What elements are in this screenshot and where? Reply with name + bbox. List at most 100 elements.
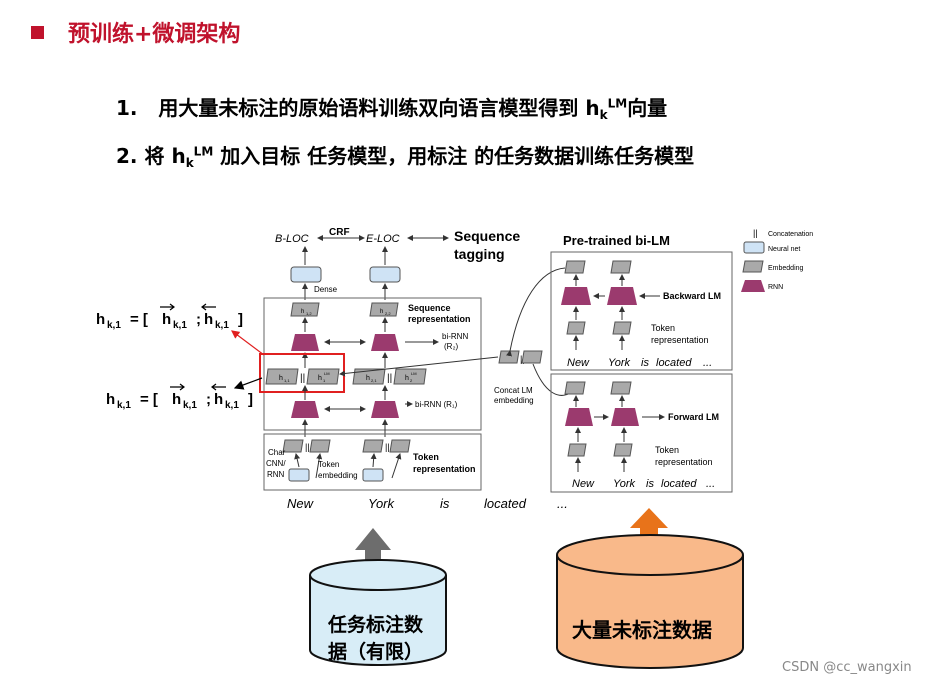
svg-text:1: 1 [323, 378, 326, 383]
svg-text:h: h [318, 375, 322, 382]
svg-text:k,1: k,1 [215, 320, 229, 331]
svg-text:h: h [214, 391, 223, 408]
svg-text:CRF: CRF [329, 227, 350, 238]
svg-text:1,1: 1,1 [284, 378, 290, 383]
svg-text:h: h [279, 375, 283, 382]
svg-text:Dense: Dense [314, 285, 338, 294]
svg-text:located: located [484, 496, 527, 511]
forward-words: New York is located ... [572, 478, 715, 490]
svg-text:||: || [387, 373, 392, 384]
svg-text:bi-RNN: bi-RNN [442, 332, 468, 341]
svg-text:representation: representation [413, 464, 476, 474]
svg-text:New: New [567, 357, 590, 369]
svg-text:Forward LM: Forward LM [668, 412, 719, 422]
gray-up-arrow-icon [355, 528, 391, 573]
svg-text:is: is [440, 496, 450, 511]
crf-row: B-LOC E-LOC CRF Sequence tagging [275, 227, 520, 262]
svg-text:= [: = [ [130, 311, 148, 328]
backward-lm-box [550, 251, 733, 371]
rnn-trapezoid-icon [741, 280, 765, 292]
svg-text:2,1: 2,1 [371, 378, 377, 383]
unlabeled-data-cylinder [556, 534, 744, 669]
dense-box-2 [369, 266, 401, 283]
svg-text:representation: representation [408, 314, 471, 324]
formula-top: h k,1 = [ h k,1 ; h k,1 ] [96, 303, 243, 331]
svg-text:...: ... [706, 478, 715, 490]
svg-text:is: is [646, 478, 654, 490]
svg-text:||: || [300, 373, 305, 384]
svg-text:2,2: 2,2 [385, 311, 391, 316]
svg-text:1,2: 1,2 [306, 311, 312, 316]
svg-text:Pre-trained bi-LM: Pre-trained bi-LM [563, 233, 670, 248]
svg-text:...: ... [703, 357, 712, 369]
svg-text:Concat LM: Concat LM [494, 386, 533, 395]
svg-text:representation: representation [655, 457, 713, 467]
rnn2-cell-2 [371, 334, 399, 351]
forward-lm-box [550, 373, 733, 493]
svg-text:New: New [572, 478, 595, 490]
svg-text:LM: LM [411, 371, 417, 376]
svg-text:RNN: RNN [267, 470, 285, 479]
svg-text:h: h [301, 309, 304, 315]
task-data-cylinder [309, 559, 447, 666]
svg-text:]: ] [238, 311, 243, 328]
svg-text:||: || [385, 442, 390, 452]
task-data-label: 任务标注数 据（有限） [328, 614, 424, 663]
neural-net-box-icon [743, 241, 765, 254]
svg-text:embedding: embedding [494, 396, 534, 405]
svg-text:;: ; [196, 311, 201, 328]
svg-text:(R₂): (R₂) [444, 342, 459, 351]
svg-text:]: ] [248, 391, 253, 408]
svg-text:Token: Token [318, 460, 339, 469]
backward-words: New York is located ... [567, 357, 712, 369]
orange-up-arrow-icon [630, 508, 668, 553]
svg-text:;: ; [206, 391, 211, 408]
svg-text:h: h [106, 391, 115, 408]
unlabeled-data-label: 大量未标注数据 [572, 618, 712, 642]
svg-text:located: located [661, 478, 697, 490]
title-bullet-icon [31, 26, 44, 39]
svg-text:New: New [287, 496, 315, 511]
svg-text:CNN/: CNN/ [266, 459, 286, 468]
svg-text:Token: Token [651, 323, 675, 333]
svg-text:h: h [405, 375, 409, 382]
svg-text:h: h [96, 311, 105, 328]
svg-text:k,1: k,1 [173, 320, 187, 331]
svg-text:Backward LM: Backward LM [663, 291, 721, 301]
svg-text:k,1: k,1 [183, 400, 197, 411]
svg-text:LM: LM [324, 371, 330, 376]
rnn2-cell-1 [291, 334, 319, 351]
svg-text:h: h [204, 311, 213, 328]
svg-text:York: York [613, 478, 636, 490]
sequence-representation-box [263, 297, 482, 431]
svg-text:Embedding: Embedding [768, 265, 804, 272]
svg-text:k,1: k,1 [117, 400, 131, 411]
rnn1-cell-2 [371, 401, 399, 418]
svg-text:...: ... [557, 496, 568, 511]
svg-text:Neural net: Neural net [768, 246, 800, 253]
dense-box-1 [290, 266, 322, 283]
svg-text:Char: Char [268, 448, 286, 457]
svg-text:h: h [366, 375, 370, 382]
svg-text:2: 2 [410, 378, 413, 383]
svg-text:Token: Token [413, 452, 439, 462]
formula-bottom: h k,1 = [ h k,1 ; h k,1 ] [106, 383, 253, 411]
token-representation-box [263, 433, 482, 491]
svg-text:Sequence: Sequence [408, 303, 451, 313]
concat-symbol-icon: || [753, 228, 758, 238]
svg-text:bi-RNN (R₁): bi-RNN (R₁) [415, 400, 458, 409]
svg-text:h: h [172, 391, 181, 408]
svg-text:||: || [305, 442, 310, 452]
svg-text:k,1: k,1 [107, 320, 121, 331]
step-1: 1. 用大量未标注的原始语料训练双向语言模型得到 hkLM向量 [116, 96, 668, 122]
svg-text:Sequence: Sequence [454, 228, 520, 244]
svg-text:embedding: embedding [318, 471, 358, 480]
svg-text:Token: Token [655, 445, 679, 455]
svg-text:B-LOC: B-LOC [275, 233, 309, 245]
svg-text:= [: = [ [140, 391, 158, 408]
page-title: 预训练+微调架构 [68, 22, 241, 47]
svg-text:York: York [608, 357, 631, 369]
svg-text:is: is [641, 357, 649, 369]
svg-text:York: York [368, 496, 396, 511]
